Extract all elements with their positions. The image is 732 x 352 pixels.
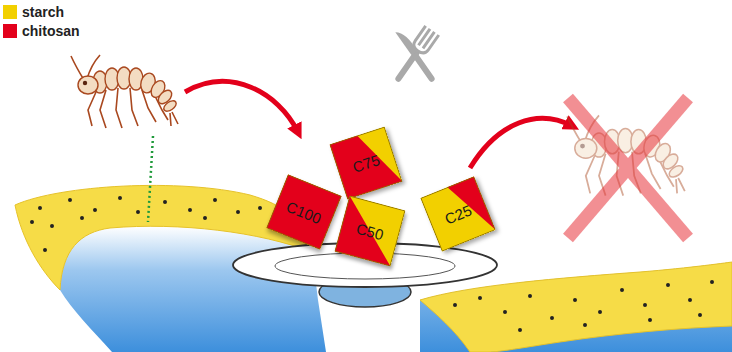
starch-part (266, 174, 342, 250)
sand-grains (30, 196, 287, 252)
feeding-arrow (185, 82, 298, 132)
legend-swatch (3, 5, 17, 19)
legend: starch chitosan (3, 3, 80, 41)
sample-cube: C75 (329, 126, 402, 199)
starch-part (329, 126, 402, 199)
legend-entry: chitosan (3, 22, 80, 39)
cross-mark (568, 98, 688, 238)
starch-part (334, 195, 405, 266)
water (60, 226, 326, 352)
legend-label: starch (22, 4, 64, 20)
legend-label: chitosan (22, 23, 80, 39)
sample-cube: C25 (420, 176, 496, 252)
sand-grains (453, 280, 714, 332)
burrow-line (148, 136, 153, 222)
legend-entry: starch (3, 3, 80, 20)
cube-edge (330, 127, 402, 199)
chitosan-part (334, 195, 405, 266)
cube-edge (421, 177, 495, 251)
outcome-arrow (470, 118, 572, 168)
chitosan-part (329, 126, 402, 199)
legend-swatch (3, 24, 17, 38)
starch-part (420, 176, 496, 252)
amphipod (71, 55, 178, 128)
chitosan-part (266, 174, 342, 250)
cube-edge (335, 196, 405, 266)
no-food-icon (390, 26, 439, 86)
cube-edge (267, 175, 341, 249)
